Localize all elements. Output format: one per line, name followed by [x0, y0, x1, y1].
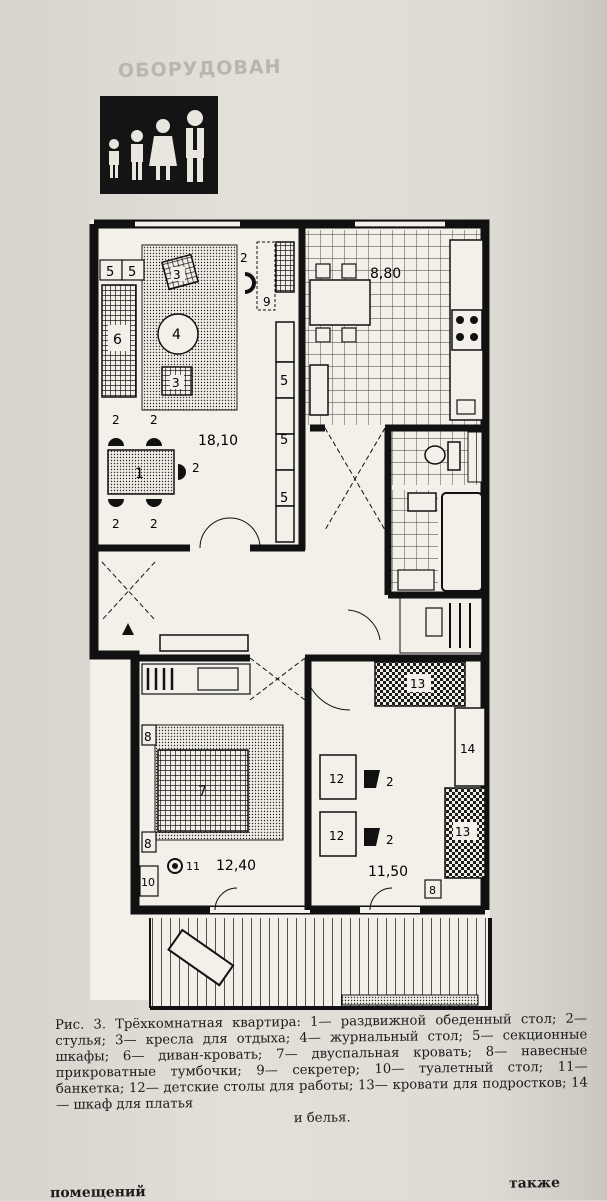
label-12a: 12 [329, 772, 344, 786]
label-2d: 2 [150, 517, 158, 531]
kids-room-area: 11,50 [368, 864, 408, 880]
label-8b: 8 [144, 837, 152, 851]
label-5a: 5 [106, 265, 114, 280]
label-5c: 5 [280, 374, 288, 389]
kids-desk-bottom [319, 811, 357, 857]
label-2c: 2 [112, 517, 120, 531]
label-13a: 13 [410, 677, 425, 691]
label-2g: 2 [386, 833, 394, 847]
label-2b: 2 [150, 413, 158, 427]
clothes-wardrobe [454, 707, 486, 787]
body-text-start: помещений [49, 1184, 146, 1201]
caption-text: Рис. 3. Трёхкомнатная квартира: 1— раздв… [55, 1011, 588, 1113]
balcony-lounger [167, 928, 235, 987]
kids-desk-top [319, 754, 357, 800]
body-text-end: также [508, 1178, 561, 1192]
next-paragraph-fragment: помещений также [50, 1179, 590, 1201]
coffee-table [157, 313, 199, 355]
kitchen-area: 8,80 [370, 266, 401, 282]
label-2e: 2 [192, 461, 200, 475]
stove [451, 309, 483, 351]
label-11: 11 [186, 860, 200, 873]
family-pictogram-icon [100, 96, 218, 194]
label-2-secretary: 2 [240, 251, 248, 265]
label-2a: 2 [112, 413, 120, 427]
label-3b: 3 [172, 376, 180, 390]
kitchen-table [309, 279, 371, 326]
secretary [256, 241, 276, 311]
label-9: 9 [263, 295, 271, 309]
label-7: 7 [198, 784, 207, 800]
dining-table [107, 449, 175, 495]
label-10: 10 [141, 876, 155, 889]
double-bed [157, 749, 249, 833]
label-12b: 12 [329, 829, 344, 843]
bedroom-area: 12,40 [216, 858, 256, 874]
label-6: 6 [113, 332, 122, 348]
sink [456, 399, 476, 415]
label-4: 4 [172, 327, 181, 343]
floor-plan: 5 5 6 3 3 4 2 9 5 5 [89, 219, 492, 1010]
label-1: 1 [135, 466, 144, 482]
toilet [424, 445, 446, 465]
label-5b: 5 [128, 265, 136, 280]
label-14: 14 [460, 742, 475, 756]
label-8c: 8 [429, 884, 436, 897]
washbasin [407, 492, 437, 512]
bleed-through-heading: ОБОРУДОВАН [117, 55, 282, 83]
living-room-area: 18,10 [198, 433, 238, 449]
label-5e: 5 [280, 491, 288, 506]
label-5d: 5 [280, 433, 288, 448]
label-3a: 3 [173, 268, 181, 282]
figure-caption: Рис. 3. Трёхкомнатная квартира: 1— раздв… [55, 1012, 588, 1130]
label-2f: 2 [386, 775, 394, 789]
label-8a: 8 [144, 730, 152, 744]
bathtub [441, 492, 483, 592]
label-13b: 13 [455, 825, 470, 839]
